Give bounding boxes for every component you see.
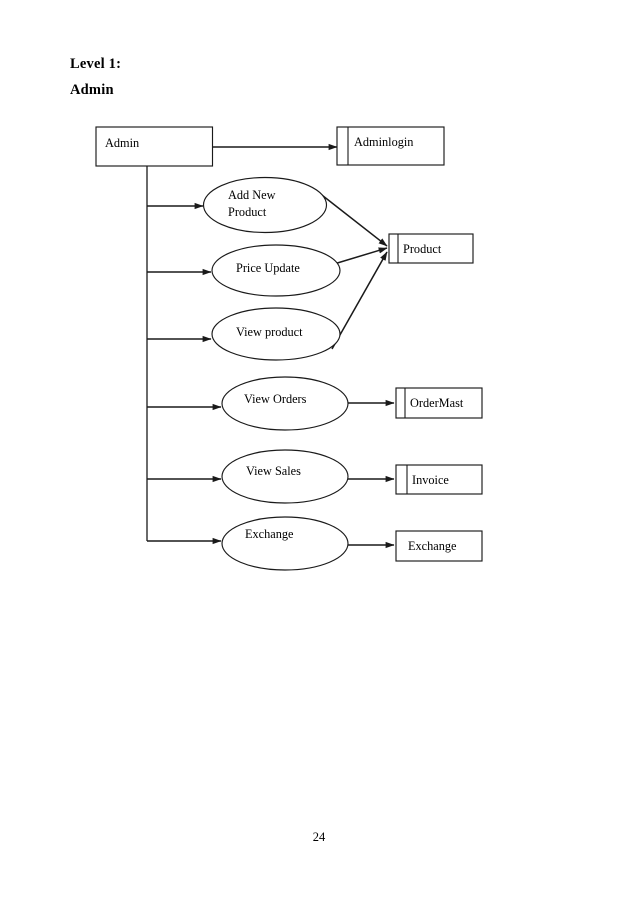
entity-admin[interactable]: Admin bbox=[95, 126, 214, 167]
page-subtitle-admin: Admin bbox=[70, 82, 114, 98]
dfd-level1-admin-diagram: Admin Adminlogin Add New Product Price U… bbox=[95, 126, 483, 571]
entity-admin-label: Admin bbox=[105, 136, 139, 150]
process-view-product-label: View product bbox=[236, 325, 303, 339]
process-exchange[interactable]: Exchange bbox=[221, 516, 349, 571]
store-product-label: Product bbox=[403, 242, 442, 256]
store-adminlogin-label: Adminlogin bbox=[354, 135, 413, 149]
store-exchange-label: Exchange bbox=[408, 539, 457, 553]
store-invoice-label: Invoice bbox=[412, 473, 449, 487]
process-add-new-product[interactable]: Add New Product bbox=[202, 176, 328, 234]
process-price-update-label: Price Update bbox=[236, 261, 300, 275]
process-exchange-label: Exchange bbox=[245, 527, 294, 541]
flow-price-update-to-product bbox=[333, 247, 388, 265]
process-view-product[interactable]: View product bbox=[211, 307, 341, 361]
process-add-new-product-label-line2: Product bbox=[228, 205, 267, 219]
page-number: 24 bbox=[312, 830, 326, 844]
flow-add-new-product-to-product bbox=[317, 191, 388, 247]
process-price-update[interactable]: Price Update bbox=[211, 244, 341, 297]
store-adminlogin[interactable]: Adminlogin bbox=[336, 126, 445, 166]
process-add-new-product-label-line1: Add New bbox=[228, 188, 276, 202]
store-product[interactable]: Product bbox=[388, 233, 474, 264]
page-title-level: Level 1: bbox=[70, 56, 122, 72]
store-invoice[interactable]: Invoice bbox=[395, 464, 483, 495]
flow-view-product-to-product bbox=[331, 251, 388, 350]
store-ordermast-label: OrderMast bbox=[410, 396, 464, 410]
store-ordermast[interactable]: OrderMast bbox=[395, 387, 483, 419]
process-view-orders-label: View Orders bbox=[244, 392, 307, 406]
process-view-sales-label: View Sales bbox=[246, 464, 301, 478]
store-exchange[interactable]: Exchange bbox=[395, 530, 483, 562]
process-view-sales[interactable]: View Sales bbox=[221, 449, 349, 504]
process-view-orders[interactable]: View Orders bbox=[221, 376, 349, 431]
